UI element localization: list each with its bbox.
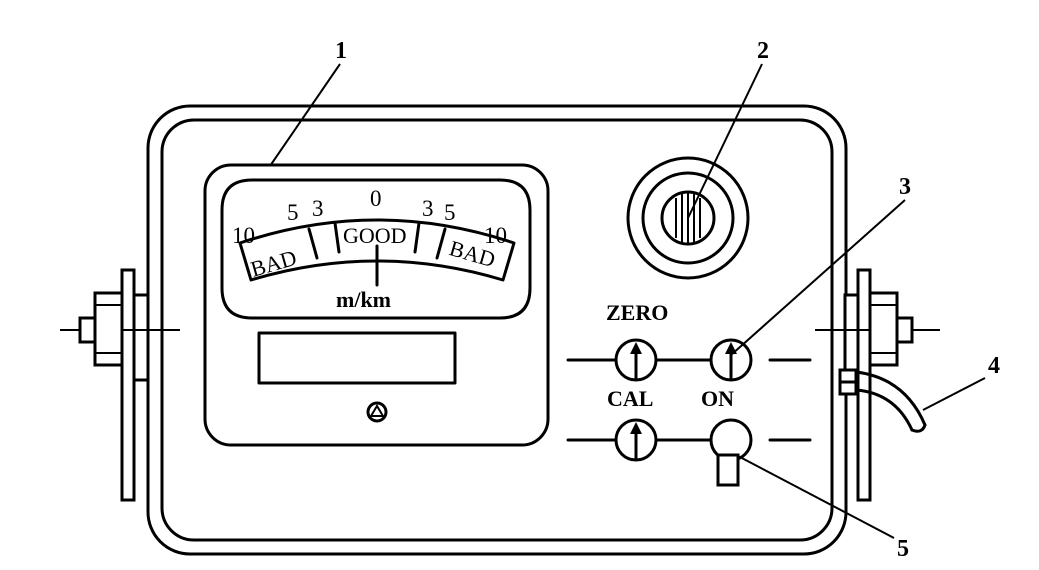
display-window bbox=[257, 331, 457, 385]
toggle-switch-icon[interactable] bbox=[709, 418, 753, 487]
callout-1: 1 bbox=[335, 38, 347, 64]
zone-left-label: BAD bbox=[248, 245, 300, 282]
meter-window bbox=[220, 178, 532, 320]
housing-outer bbox=[146, 104, 848, 556]
scale-num-left-10: 10 bbox=[232, 223, 255, 248]
callout-3: 3 bbox=[899, 174, 911, 200]
cal-knob-icon[interactable] bbox=[614, 418, 658, 462]
zero-label: ZERO bbox=[606, 300, 668, 325]
scale-num-left-5: 5 bbox=[287, 200, 299, 225]
on-label: ON bbox=[701, 386, 734, 411]
left-bracket bbox=[60, 268, 180, 502]
callout-5: 5 bbox=[897, 536, 909, 562]
cable bbox=[854, 370, 927, 433]
scale-num-center-0: 0 bbox=[370, 186, 382, 211]
meter-panel bbox=[203, 163, 550, 447]
right-bracket bbox=[815, 268, 940, 502]
adjust-screw-icon[interactable] bbox=[366, 401, 388, 423]
scale-num-right-3: 3 bbox=[422, 196, 434, 221]
zero-knob-icon[interactable] bbox=[614, 338, 658, 382]
meter-unit-label: m/km bbox=[336, 287, 391, 312]
zone-center-label: GOOD bbox=[343, 223, 407, 248]
cal-label: CAL bbox=[607, 386, 653, 411]
scale-num-right-5: 5 bbox=[444, 200, 456, 225]
on-knob-icon[interactable] bbox=[709, 338, 753, 382]
control-lines bbox=[566, 358, 812, 442]
callout-2: 2 bbox=[757, 38, 769, 64]
rotary-selector-icon[interactable] bbox=[626, 156, 750, 280]
callout-4: 4 bbox=[988, 353, 1000, 379]
leader-lines bbox=[269, 63, 986, 539]
scale-num-left-3: 3 bbox=[312, 196, 324, 221]
scale-band bbox=[238, 218, 516, 282]
scale-num-right-10: 10 bbox=[484, 223, 507, 248]
